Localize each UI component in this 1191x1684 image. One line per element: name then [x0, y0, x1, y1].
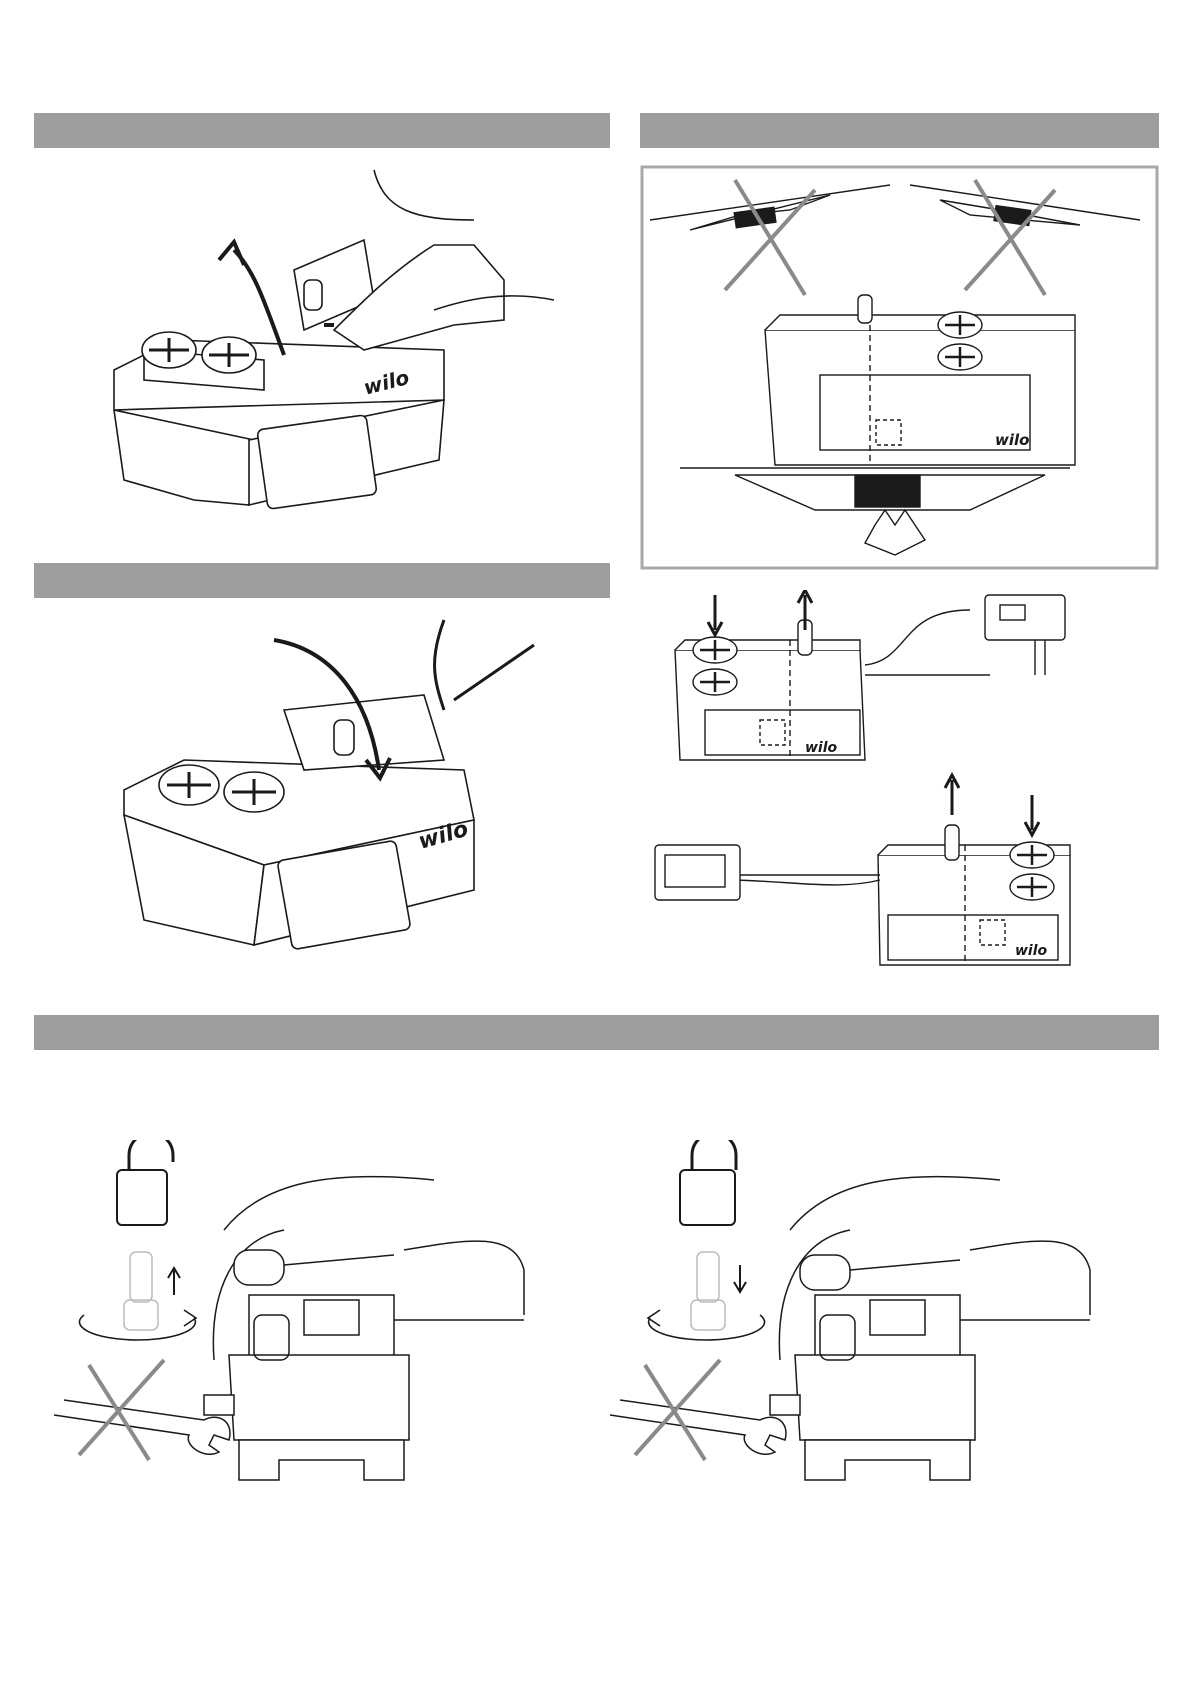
padlock-closed-icon — [680, 1140, 736, 1225]
brand-logo: wilo — [805, 740, 838, 756]
spirit-level-icon — [650, 185, 1140, 230]
padlock-open-icon — [117, 1140, 173, 1225]
pump-unit-icon — [675, 620, 865, 760]
cable-icon — [865, 610, 970, 665]
pump-body-icon — [770, 1295, 975, 1480]
cross-mark-icon — [725, 180, 1055, 295]
section-header-band-1 — [34, 113, 610, 148]
figure-open-cover: wilo — [34, 150, 610, 555]
wrench-crossed-icon — [610, 1360, 786, 1460]
rotate-arrow-icon — [79, 1315, 195, 1340]
brand-logo-2: wilo — [1015, 943, 1048, 959]
rotate-arrow-icon — [649, 1315, 765, 1340]
spigot-icon — [124, 1252, 158, 1330]
figure-close-cover: wilo — [34, 600, 610, 1000]
pump-body-icon — [204, 1295, 409, 1480]
power-plug-icon — [985, 595, 1065, 675]
section-header-band-2 — [640, 113, 1159, 148]
figure-lock-by-hand — [600, 1140, 1160, 1560]
level-ok-burst-icon — [865, 510, 925, 555]
spigot-icon — [691, 1252, 725, 1330]
outlet-spigot-icon — [334, 720, 354, 755]
section-header-band-4 — [34, 1015, 1159, 1050]
pump-unit-icon — [124, 695, 474, 950]
figure-inlet-outlet-orientation: wilo wilo — [640, 590, 1159, 1010]
section-header-band-3 — [34, 563, 610, 598]
outlet-spigot-icon — [304, 280, 322, 310]
power-supply-icon — [655, 845, 740, 900]
cable-icon — [435, 620, 444, 710]
spirit-level-indicator — [855, 475, 920, 507]
figure-unlock-by-hand — [34, 1140, 594, 1560]
brand-logo: wilo — [995, 431, 1029, 449]
figure-mounting-level: wilo — [640, 165, 1159, 570]
